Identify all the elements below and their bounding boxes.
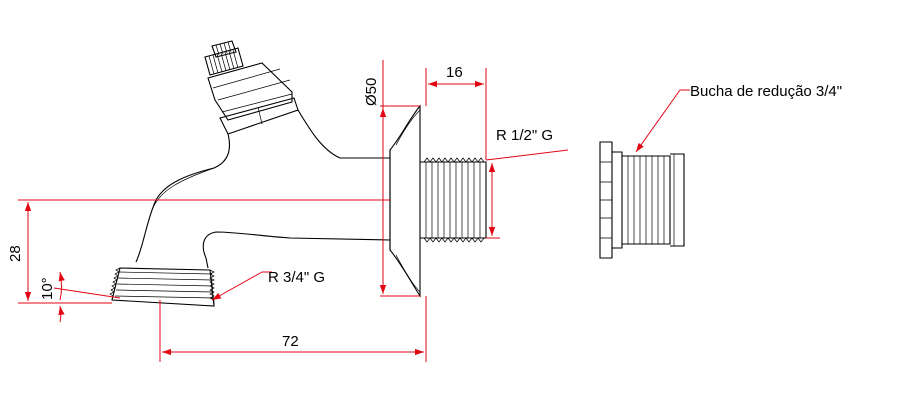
- faucet-body-outline: [135, 109, 391, 269]
- height-label: 28: [7, 245, 24, 262]
- outlet-thread-callout: R 3/4" G: [268, 269, 325, 286]
- dimension-lines: [18, 60, 690, 362]
- faucet-flange: [389, 104, 421, 298]
- faucet-handle: [204, 40, 244, 76]
- reducer-bushing: [599, 141, 685, 259]
- outlet-thread: [109, 267, 215, 307]
- reducer-callout: Bucha de redução 3/4": [690, 83, 842, 100]
- inlet-thread: [420, 157, 487, 243]
- angle-label: 10°: [39, 277, 56, 300]
- overall-length-label: 72: [282, 333, 299, 350]
- diameter-flange-label: Ø50: [363, 78, 380, 106]
- inlet-thread-callout: R 1/2" G: [496, 127, 553, 144]
- faucet: [109, 40, 487, 307]
- faucet-bonnet: [207, 62, 299, 135]
- thread-length-label: 16: [446, 64, 463, 81]
